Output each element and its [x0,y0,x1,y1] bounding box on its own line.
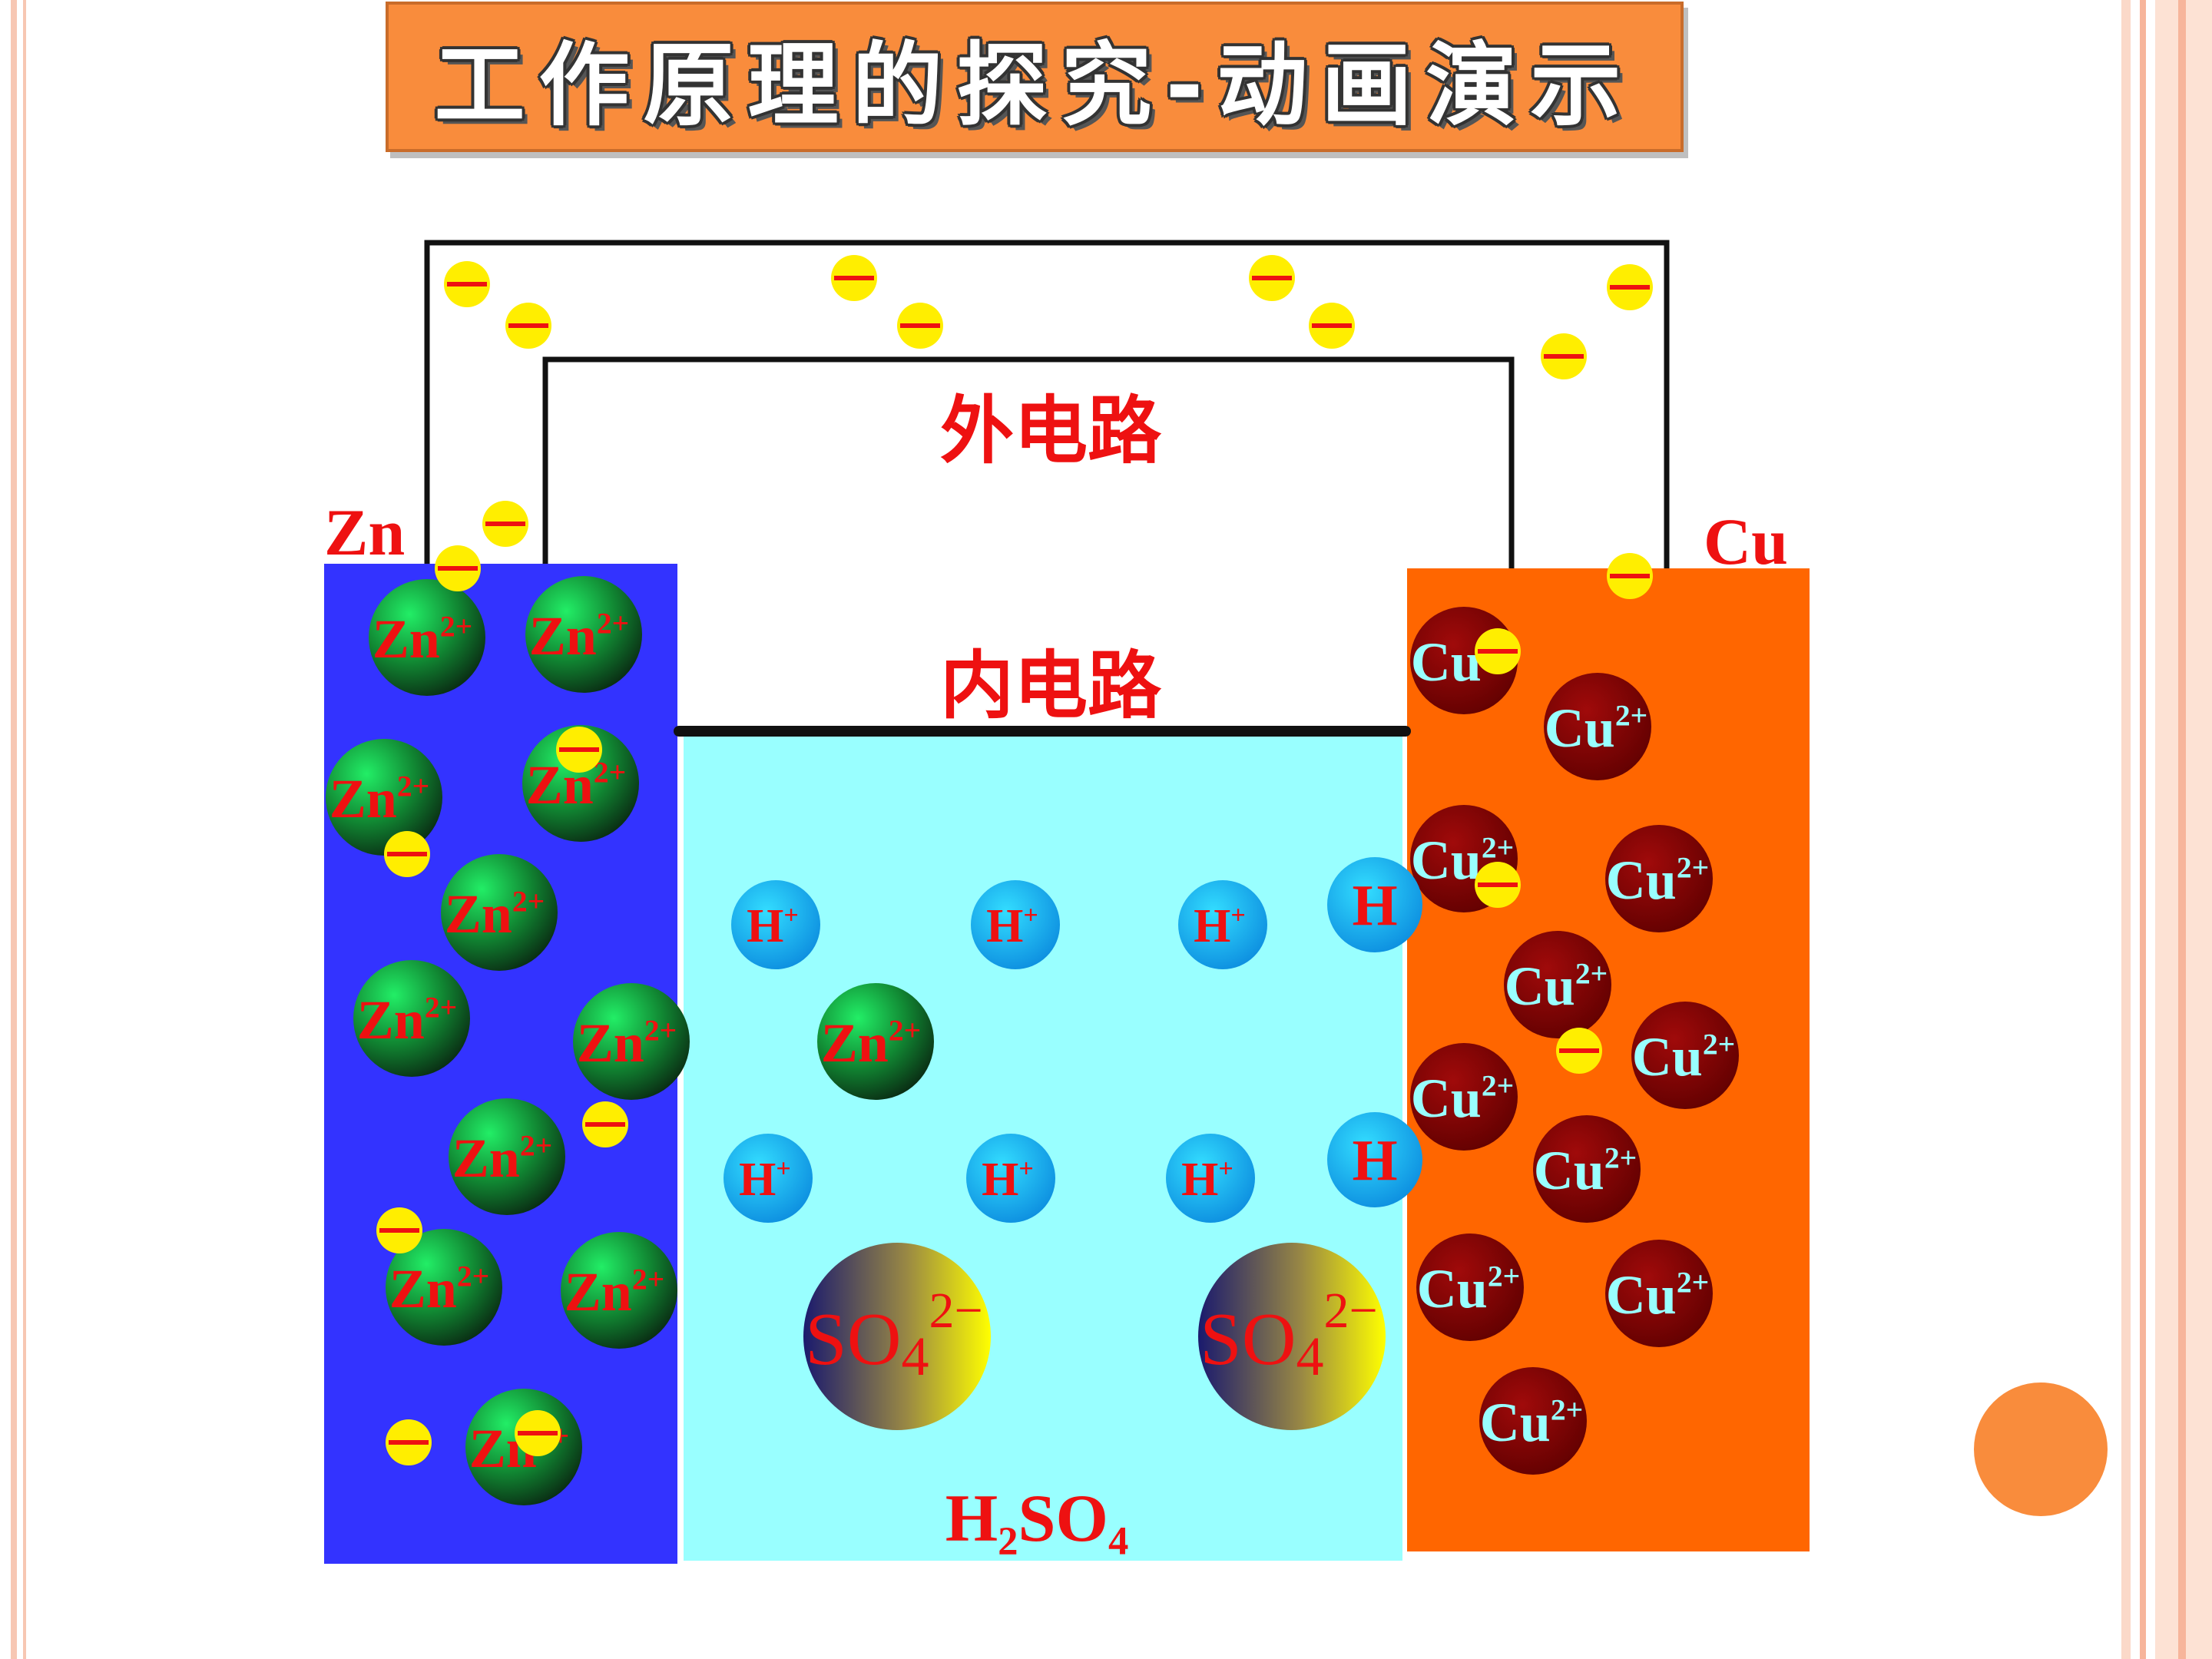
hydrogen-atom: H [1327,857,1422,952]
ion-label: Zn2+ [389,1258,489,1320]
ion-label: H+ [986,900,1038,952]
electron [1607,553,1653,599]
hydrogen-ion: H+ [1166,1134,1255,1223]
ion-label: H+ [1181,1154,1233,1206]
electron [444,261,490,307]
electron [515,1410,561,1456]
ion-label: Zn2+ [821,1012,921,1074]
left-border-stripe [23,0,26,1659]
copper-ion: Cu2+ [1605,825,1713,932]
ion-label: Cu2+ [1417,1258,1520,1320]
ion-label: Cu2+ [1534,1140,1637,1201]
zinc-ion: Zn2+ [561,1232,677,1349]
copper-ion: Cu2+ [1533,1115,1641,1223]
electron [1556,1028,1602,1074]
hydrogen-ion: H+ [1178,880,1267,969]
electron [1249,255,1295,301]
hydrogen-ion: H+ [971,880,1060,969]
electron [435,545,481,591]
ion-label: Cu2+ [1480,1392,1583,1453]
zinc-ion: Zn2+ [817,983,934,1100]
title-banner: 工作原理的探究-动画演示 [386,2,1684,152]
electron [831,255,877,301]
electron [556,727,602,773]
decorative-circle [1974,1382,2108,1516]
ion-label: Zn2+ [529,605,629,667]
ion-label: Zn2+ [373,608,472,670]
copper-ion: Cu2+ [1410,1043,1518,1151]
ion-label: Zn2+ [577,1012,677,1074]
sulfate-ion: SO42− [1198,1243,1386,1430]
ion-label: H [1352,873,1397,938]
ion-label: Cu2+ [1505,955,1608,1017]
zinc-ion: Zn2+ [326,739,442,856]
electron [482,501,528,547]
ion-label: Zn2+ [452,1128,552,1189]
electron [1475,862,1521,908]
hydrogen-atom: H [1327,1112,1422,1207]
anode-label: Zn [324,495,405,569]
electron [897,303,943,349]
electron [505,303,551,349]
copper-ion: Cu2+ [1544,673,1651,780]
ion-label: Zn2+ [329,768,429,830]
zinc-ion: Zn2+ [449,1098,565,1215]
hydrogen-ion: H+ [724,1134,813,1223]
hydrogen-ion: H+ [731,880,820,969]
electron [384,831,430,877]
ion-label: H+ [1194,900,1246,952]
right-border-stripe [2178,0,2186,1659]
ion-label: Cu2+ [1545,697,1647,759]
left-border-stripe [11,0,17,1659]
right-border-stripe [2140,0,2146,1659]
zinc-ion: Zn2+ [573,983,690,1100]
copper-ion: Cu2+ [1605,1240,1713,1347]
ion-label: H+ [739,1154,791,1206]
ion-label: Zn2+ [565,1261,664,1323]
electron [1607,264,1653,310]
ion-label: SO42− [1200,1283,1378,1387]
copper-ion: Cu2+ [1504,931,1611,1038]
zinc-ion: Zn2+ [353,960,470,1077]
electron [1475,628,1521,674]
electron [582,1101,628,1147]
copper-ion: Cu2+ [1479,1367,1587,1475]
external-wire [424,240,1670,571]
electron [1541,333,1587,379]
zinc-ion: Zn2+ [369,579,485,696]
zinc-ion: Zn2+ [386,1229,502,1346]
electron [386,1419,432,1465]
ion-label: Cu2+ [1411,1068,1514,1129]
ion-label: Cu2+ [1632,1026,1735,1088]
electron [1309,303,1355,349]
hydrogen-ion: H+ [966,1134,1055,1223]
page-title: 工作原理的探究-动画演示 [434,31,1635,138]
electrolyte-label: H₂SO₄ [945,1482,1129,1556]
copper-ion: Cu2+ [1631,1002,1739,1109]
cathode-label: Cu [1704,505,1788,578]
ion-label: Zn2+ [357,989,457,1051]
zinc-ion: Zn2+ [525,576,642,693]
inner-circuit-label: 内电路 [940,643,1162,729]
ion-label: H+ [747,900,799,952]
ion-label: Cu2+ [1606,849,1709,911]
outer-circuit-label: 外电路 [940,388,1162,474]
ion-label: H [1352,1128,1397,1193]
zinc-ion: Zn2+ [441,854,558,971]
copper-ion: Cu2+ [1416,1233,1524,1341]
ion-label: SO42− [805,1283,983,1387]
ion-label: Cu2+ [1411,830,1514,891]
ion-label: Zn2+ [445,883,545,945]
right-border-stripe [2121,0,2131,1659]
ion-label: H+ [982,1154,1034,1206]
electron [376,1207,422,1253]
sulfate-ion: SO42− [803,1243,991,1430]
ion-label: Cu2+ [1606,1264,1709,1326]
